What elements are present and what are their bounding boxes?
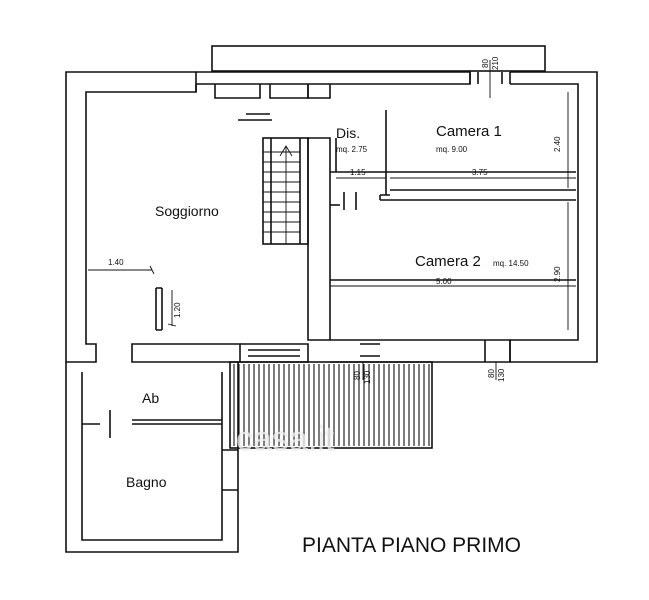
terrace-hatching: [233, 364, 430, 446]
dim-window-mid-130: 130: [363, 370, 372, 384]
room-label-camera1: Camera 1: [436, 123, 502, 140]
terrace: [229, 361, 433, 449]
room-label-bagno: Bagno: [126, 474, 167, 490]
room-label-camera2: Camera 2: [415, 253, 481, 270]
dim-290: 2.90: [553, 266, 562, 282]
staircase: [262, 137, 309, 245]
dim-window-top-210: 210: [491, 56, 500, 70]
dim-window-right-80: 80: [487, 369, 496, 378]
room-label-soggiorno: Soggiorno: [155, 203, 219, 219]
dim-window-mid-80: 80: [353, 371, 362, 380]
bathroom-walls: [65, 362, 239, 553]
dim-115: 1.15: [350, 168, 366, 177]
dim-120: 1.20: [173, 302, 182, 318]
outer-wall-top: [196, 71, 471, 85]
dim-240: 2.40: [553, 136, 562, 152]
top-balcony: [211, 45, 546, 72]
plan-title: PIANTA PIANO PRIMO: [302, 534, 521, 557]
room-area-dis: mq. 2.75: [336, 145, 368, 154]
dim-window-top-80: 80: [481, 59, 490, 68]
room-area-camera1: mq. 9.00: [436, 145, 468, 154]
dim-500: 5.00: [436, 277, 452, 286]
room-area-camera2: mq. 14.50: [493, 259, 529, 268]
dim-window-right-130: 130: [497, 368, 506, 382]
dim-375: 3.75: [472, 168, 488, 177]
room-label-ab: Ab: [142, 390, 159, 406]
outer-wall: [65, 71, 197, 363]
room-label-dis: Dis.: [336, 125, 360, 141]
dim-140: 1.40: [108, 258, 124, 267]
